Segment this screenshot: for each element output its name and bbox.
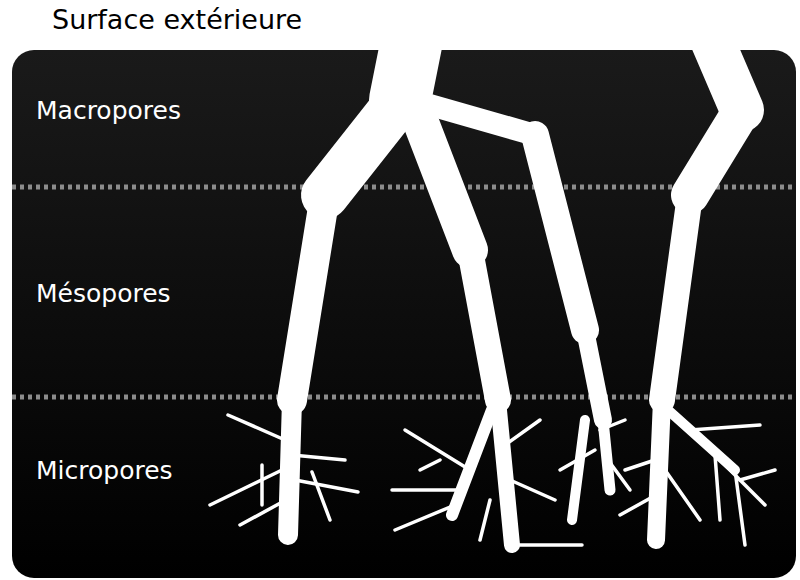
micropore (295, 480, 358, 492)
zone-label: Macropores (36, 96, 181, 125)
micropore (392, 488, 460, 492)
micropore (312, 472, 330, 520)
micropore (620, 495, 656, 515)
micropore (405, 430, 470, 470)
pore-channel (572, 420, 585, 520)
solid-body (12, 50, 796, 578)
pore-channel (585, 330, 603, 420)
micropore (625, 460, 655, 470)
zone-label: Micropores (36, 456, 173, 485)
micropore (510, 480, 555, 500)
pore-channel (662, 195, 690, 400)
pore-channel (656, 400, 662, 540)
pore-channel (288, 400, 292, 535)
micropore-branches (210, 415, 775, 545)
micropore (665, 470, 700, 520)
micropore (395, 505, 455, 530)
micropore (512, 543, 582, 547)
micropore (560, 450, 595, 470)
micropore (608, 460, 630, 490)
pore-channel (498, 400, 512, 545)
pore-channel (420, 120, 470, 250)
micropore (600, 420, 625, 430)
micropore (690, 425, 760, 430)
micropore (720, 460, 765, 505)
pore-channel (430, 105, 535, 135)
zone-divider (12, 395, 796, 400)
pore-channel (690, 110, 742, 195)
micropore (210, 470, 282, 505)
micropore (715, 455, 720, 520)
micropore (260, 465, 264, 505)
micropore (420, 460, 440, 470)
micropore (505, 420, 540, 445)
pore-channel (325, 100, 400, 195)
zone-label: Mésopores (36, 279, 171, 308)
micropore (292, 455, 345, 460)
pore-channel (535, 135, 585, 330)
micropore (228, 415, 285, 440)
micropore (480, 500, 490, 540)
surface-label: Surface extérieure (52, 4, 302, 35)
pore-channels (288, 40, 742, 545)
pore-channel (668, 410, 735, 470)
micropore (740, 470, 775, 480)
pore-channel (603, 420, 610, 490)
pore-channel (292, 195, 325, 400)
pore-channel (470, 250, 498, 400)
